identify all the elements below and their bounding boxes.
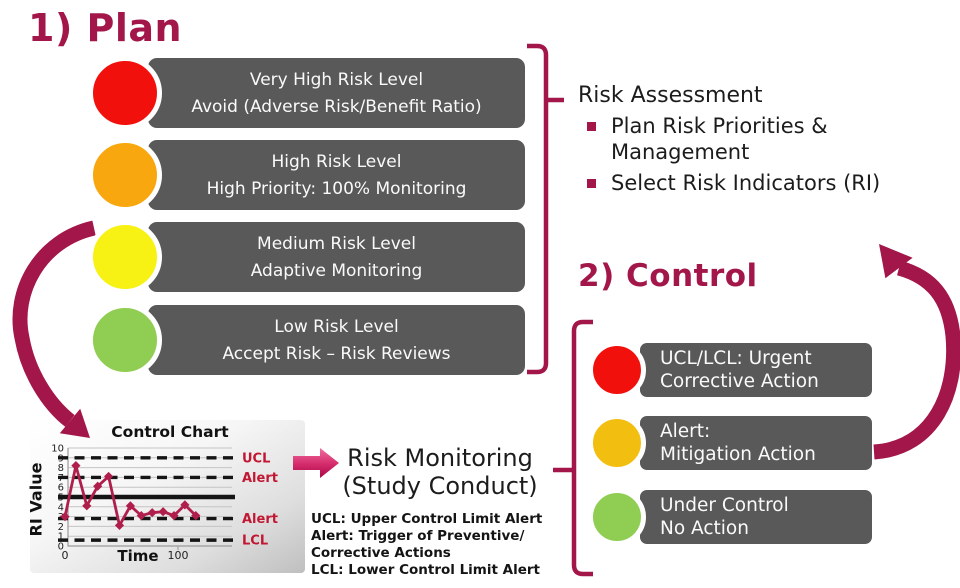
risk-monitoring-line1: Risk Monitoring xyxy=(347,444,533,472)
cycle-arrow-right-head-icon xyxy=(879,244,913,279)
control-action-bar: Alert:Mitigation Action xyxy=(640,416,872,470)
data-point-marker-icon xyxy=(104,471,114,482)
bullet-text: Plan Risk Priorities & Management xyxy=(611,114,828,164)
data-point-marker-icon xyxy=(191,511,201,521)
risk-monitoring-line2: (Study Conduct) xyxy=(342,472,538,500)
green-status-circle-icon xyxy=(588,488,646,546)
reference-line-label: UCL xyxy=(242,451,270,466)
data-point-marker-icon xyxy=(147,508,157,518)
y-tick-label: 8 xyxy=(58,463,64,474)
chart-title: Control Chart xyxy=(111,423,229,441)
y-tick-label: 0 xyxy=(58,542,64,553)
risk-monitoring-title: Risk Monitoring (Study Conduct) xyxy=(332,444,548,500)
control-action-subtitle: No Action xyxy=(660,518,749,539)
risk-level-subtitle: High Priority: 100% Monitoring xyxy=(206,178,467,199)
y-tick-label: 1 xyxy=(58,532,64,543)
risk-level-subtitle: Accept Risk – Risk Reviews xyxy=(222,343,451,364)
legend-line: Corrective Actions xyxy=(311,545,451,561)
control-chart-panel: Control Chart RI Value 012345678910UCLAl… xyxy=(27,420,305,573)
legend-line: LCL: Lower Control Limit Alert xyxy=(311,562,540,578)
reference-line-label: LCL xyxy=(242,534,268,549)
risk-level-subtitle: Adaptive Monitoring xyxy=(250,260,423,281)
control-status-row: Alert:Mitigation Action xyxy=(588,414,872,472)
bullet-text: Select Risk Indicators (RI) xyxy=(611,171,881,195)
plan-heading: 1) Plan xyxy=(28,6,183,50)
reference-line-label: Alert xyxy=(242,512,278,527)
y-tick-label: 4 xyxy=(58,502,64,513)
cycle-arrow-left xyxy=(12,220,96,427)
data-point-marker-icon xyxy=(82,501,92,511)
control-heading: 2) Control xyxy=(578,258,758,294)
control-action-title: Alert: xyxy=(660,421,711,442)
reference-line-label: Alert xyxy=(242,471,278,486)
y-tick-label: 2 xyxy=(58,522,64,533)
legend-line: Alert: Trigger of Preventive/ xyxy=(311,528,525,544)
data-point-marker-icon xyxy=(158,507,168,517)
risk-level-title: Medium Risk Level xyxy=(257,233,416,254)
y-tick-label: 6 xyxy=(58,483,64,494)
red-risk-circle-icon xyxy=(88,56,162,130)
bullet-square-icon xyxy=(587,122,596,131)
control-action-subtitle: Corrective Action xyxy=(660,371,819,392)
red-status-circle-icon xyxy=(588,341,646,399)
risk-level-title: Low Risk Level xyxy=(274,316,399,337)
risk-level-title: Very High Risk Level xyxy=(249,69,424,90)
control-action-subtitle: Mitigation Action xyxy=(660,444,816,465)
risk-assessment-block: Risk Assessment Plan Risk Priorities & M… xyxy=(578,83,950,196)
data-point-marker-icon xyxy=(136,511,146,521)
bullet-square-icon xyxy=(587,179,596,188)
orange-status-circle-icon xyxy=(588,414,646,472)
legend-line: UCL: Upper Control Limit Alert xyxy=(311,511,543,527)
y-tick-label: 10 xyxy=(51,444,64,455)
risk-assessment-bullet: Plan Risk Priorities & Management xyxy=(578,113,950,165)
orange-risk-circle-icon xyxy=(88,138,162,212)
x-tick-label: 0 xyxy=(62,549,69,562)
control-chart: 012345678910UCLAlertAlertLCL0Time100 xyxy=(51,444,278,566)
x-axis-title: Time xyxy=(117,547,158,565)
risk-assessment-title: Risk Assessment xyxy=(578,83,763,108)
x-tick-label: 100 xyxy=(168,549,189,562)
risk-level-subtitle: Avoid (Adverse Risk/Benefit Ratio) xyxy=(191,96,482,117)
yellow-risk-circle-icon xyxy=(88,220,162,294)
control-bracket xyxy=(553,319,593,577)
data-point-marker-icon xyxy=(169,511,179,521)
control-action-title: UCL/LCL: Urgent xyxy=(660,348,812,369)
risk-level-title: High Risk Level xyxy=(271,151,402,172)
cycle-arrow-right xyxy=(873,260,960,460)
plan-brace xyxy=(527,43,564,375)
risk-assessment-bullet: Select Risk Indicators (RI) xyxy=(578,170,950,196)
data-point-marker-icon xyxy=(71,461,81,471)
chart-axis xyxy=(67,448,232,547)
control-action-title: Under Control xyxy=(660,495,789,516)
green-risk-circle-icon xyxy=(88,303,162,377)
